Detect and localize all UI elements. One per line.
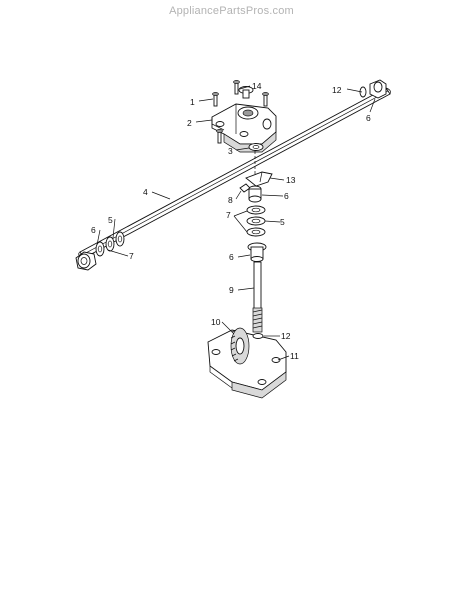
callout-3: 3	[228, 146, 233, 156]
callout-2: 2	[187, 118, 192, 128]
callout-10: 10	[211, 317, 221, 327]
callout-6-right: 6	[366, 113, 371, 123]
leader-lines	[96, 85, 376, 361]
watermark: AppliancePartsPros.com	[169, 5, 294, 17]
vent-plug	[238, 86, 254, 99]
callout-7-center: 7	[226, 210, 231, 220]
upper-bushing	[248, 185, 262, 203]
callout-6-lower-bushing: 6	[229, 252, 234, 262]
callout-12-upper: 12	[332, 85, 342, 95]
callout-12-lower: 12	[281, 331, 291, 341]
left-washers	[95, 231, 125, 257]
callout-13: 13	[286, 175, 296, 185]
callout-11: 11	[290, 351, 299, 361]
callout-7-left: 7	[129, 251, 134, 261]
callout-6-left: 6	[91, 225, 96, 235]
key-8	[239, 183, 251, 193]
washer-stack	[246, 205, 266, 237]
right-bearing	[359, 79, 387, 99]
left-bearing	[75, 251, 97, 271]
callout-5-left: 5	[108, 215, 113, 225]
callout-6-upper-bushing: 6	[284, 191, 289, 201]
drive-gear	[230, 327, 250, 365]
shift-fork	[245, 171, 273, 187]
washer-3	[248, 143, 264, 151]
worm-shaft	[252, 261, 263, 333]
callout-4: 4	[143, 187, 148, 197]
callout-1: 1	[190, 97, 195, 107]
screw-parts	[212, 80, 269, 144]
callout-14: 14	[252, 81, 262, 91]
lower-bushing	[247, 242, 267, 262]
lower-gear-housing	[207, 329, 287, 399]
callout-5-right: 5	[280, 217, 285, 227]
upper-gear-housing	[211, 103, 277, 153]
callout-9: 9	[229, 285, 234, 295]
washer-12-lower	[252, 333, 264, 339]
callout-8: 8	[228, 195, 233, 205]
